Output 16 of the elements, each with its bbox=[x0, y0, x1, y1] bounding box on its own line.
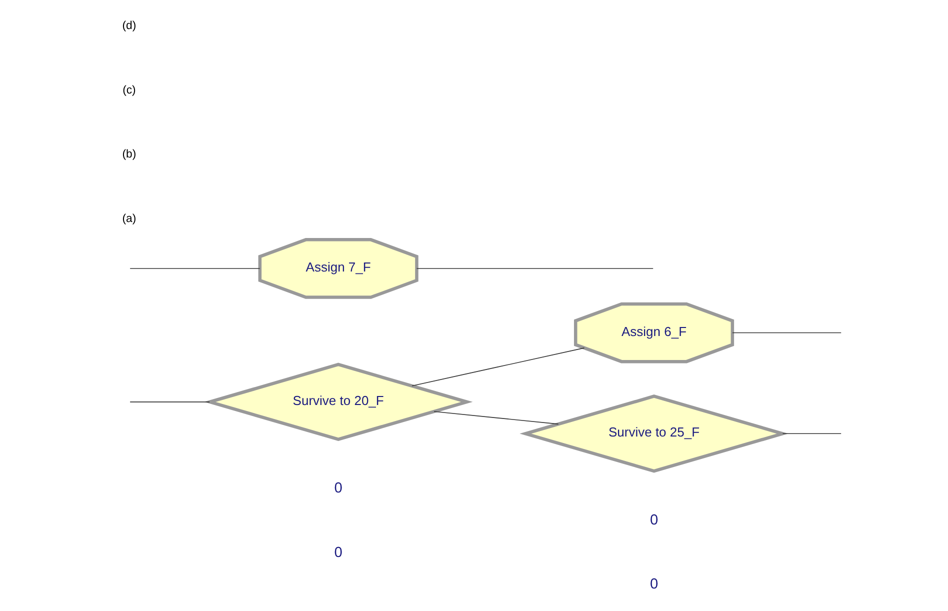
connector bbox=[433, 411, 558, 424]
node-diamond: Survive to 20_F bbox=[203, 362, 472, 442]
node-label: 0 bbox=[334, 544, 342, 561]
connector bbox=[782, 433, 841, 434]
connector bbox=[411, 348, 584, 386]
node-label: 0 bbox=[334, 480, 342, 497]
node-diamond: Survive to 25_F bbox=[519, 394, 788, 473]
connector bbox=[129, 268, 260, 269]
connector bbox=[416, 268, 654, 269]
label: (b) bbox=[122, 148, 136, 161]
node-label: 0 bbox=[649, 576, 658, 593]
label: (c) bbox=[122, 84, 136, 96]
label: (a) bbox=[122, 212, 136, 225]
label: (d) bbox=[122, 20, 136, 32]
connector bbox=[732, 332, 842, 334]
node-label: 0 bbox=[649, 512, 658, 528]
